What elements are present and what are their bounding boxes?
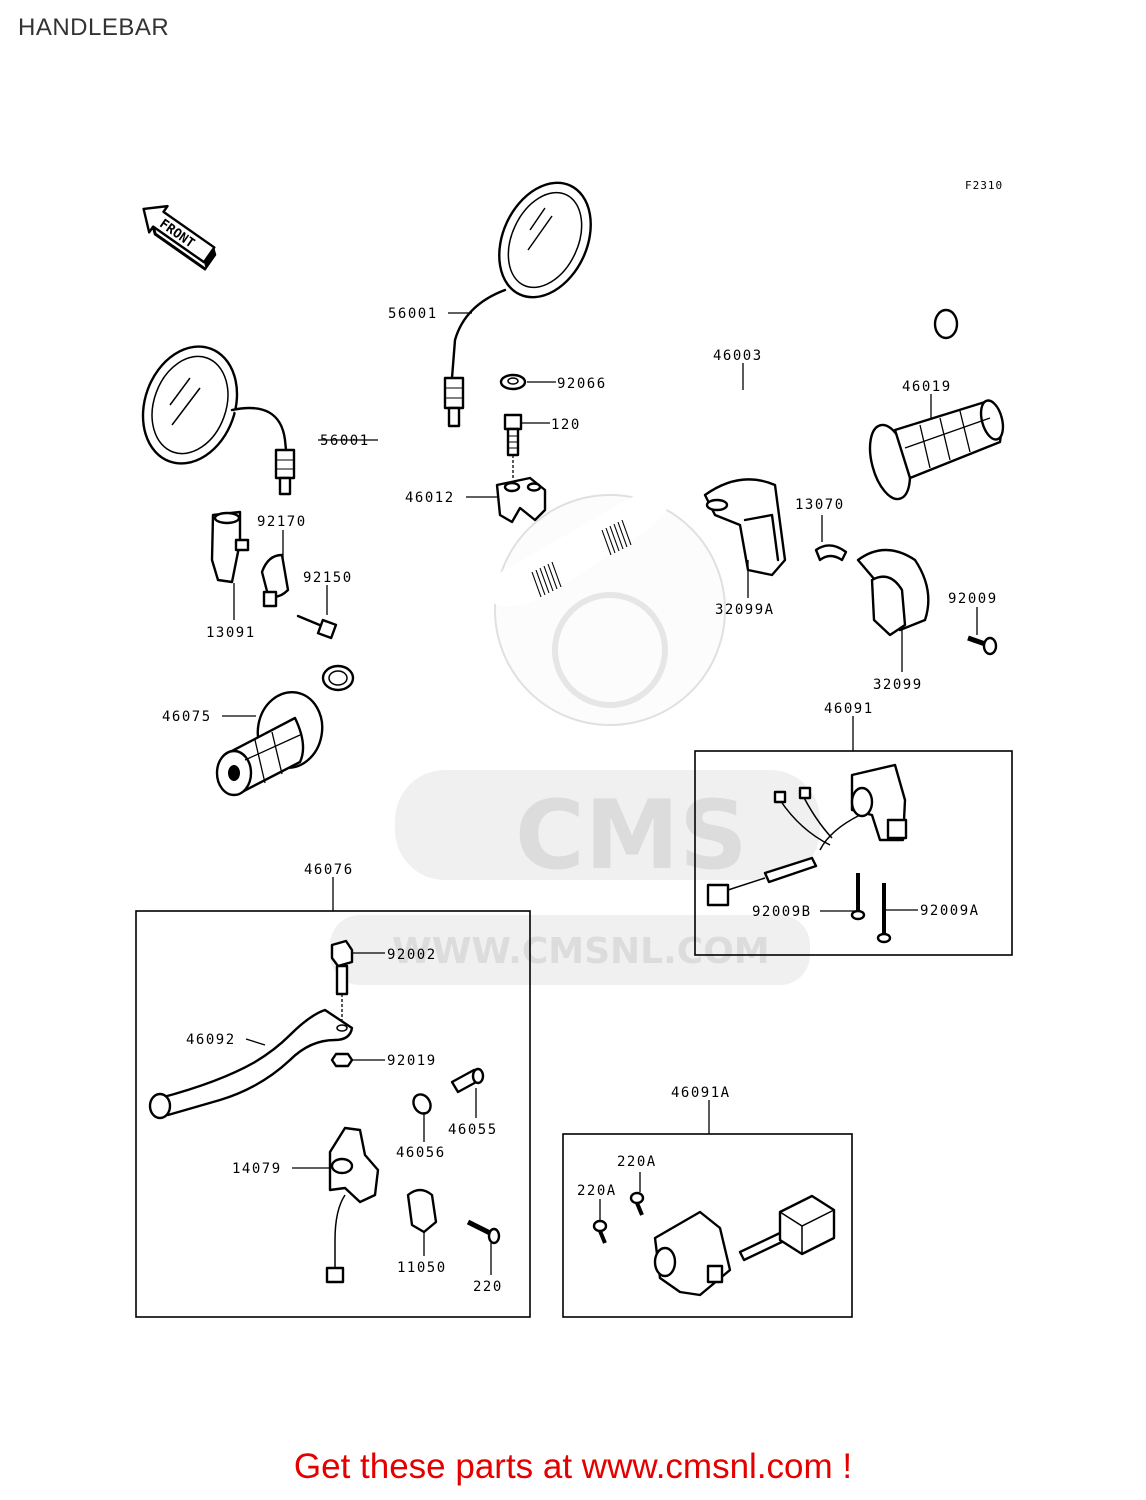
label-56001-left: 56001 bbox=[320, 433, 370, 449]
label-46055: 46055 bbox=[448, 1122, 498, 1138]
label-220a-2: 220A bbox=[577, 1183, 617, 1199]
switch-a-frame bbox=[562, 1133, 853, 1318]
cms-watermark: CMS WWW.CMSNL.COM bbox=[330, 494, 820, 985]
label-46091a: 46091A bbox=[671, 1085, 731, 1101]
grip-left bbox=[215, 690, 324, 797]
clamp-upper bbox=[260, 553, 290, 608]
brake-lever bbox=[148, 1008, 354, 1120]
front-arrow-icon: FRONT bbox=[142, 204, 217, 271]
label-32099: 32099 bbox=[873, 677, 923, 693]
screws-220a bbox=[592, 1191, 645, 1244]
label-92066: 92066 bbox=[557, 376, 607, 392]
label-92002: 92002 bbox=[387, 947, 437, 963]
nut-92019 bbox=[330, 1052, 354, 1068]
label-46076: 46076 bbox=[304, 862, 354, 878]
grip-right bbox=[868, 399, 1005, 501]
leader-lines bbox=[222, 312, 978, 1275]
pivot-bolt bbox=[330, 939, 354, 1020]
label-220: 220 bbox=[473, 1279, 503, 1295]
watermark-url: WWW.CMSNL.COM bbox=[392, 931, 770, 972]
page-title: HANDLEBAR bbox=[18, 14, 170, 41]
pin-13070 bbox=[814, 544, 848, 562]
adjuster-46055 bbox=[450, 1067, 485, 1094]
watermark-brand: CMS bbox=[515, 781, 748, 891]
switch-46091 bbox=[706, 763, 908, 907]
label-92150: 92150 bbox=[303, 570, 353, 586]
footer-cta-link[interactable]: Get these parts at www.cmsnl.com ! bbox=[293, 1447, 853, 1486]
handlebar bbox=[321, 306, 959, 692]
screw-92009 bbox=[967, 635, 998, 656]
label-46003: 46003 bbox=[713, 348, 763, 364]
label-11050: 11050 bbox=[397, 1260, 447, 1276]
mirror-left bbox=[141, 345, 296, 496]
bolt-120 bbox=[503, 413, 523, 480]
label-46012: 46012 bbox=[405, 490, 455, 506]
washer bbox=[499, 373, 527, 391]
label-92009: 92009 bbox=[948, 591, 998, 607]
label-92019: 92019 bbox=[387, 1053, 437, 1069]
switch-46091a bbox=[653, 1194, 836, 1297]
adjuster-nut-46056 bbox=[412, 1093, 432, 1115]
mirror-upper bbox=[443, 181, 592, 428]
bolt-92150 bbox=[296, 614, 338, 640]
label-13070: 13070 bbox=[795, 497, 845, 513]
screw-220 bbox=[466, 1219, 501, 1245]
lever-holder-14079 bbox=[325, 1126, 380, 1284]
label-46019: 46019 bbox=[902, 379, 952, 395]
figure-code: F2310 bbox=[965, 179, 1003, 192]
label-32099a: 32099A bbox=[715, 602, 775, 618]
screws-92009b-a bbox=[850, 873, 892, 944]
cover-32099a bbox=[703, 478, 787, 577]
label-220a-1: 220A bbox=[617, 1154, 657, 1170]
label-56001-upper: 56001 bbox=[388, 306, 438, 322]
label-92170: 92170 bbox=[257, 514, 307, 530]
clamp-lower bbox=[210, 510, 250, 584]
label-120: 120 bbox=[551, 417, 581, 433]
label-46075: 46075 bbox=[162, 709, 212, 725]
label-92009a: 92009A bbox=[920, 903, 980, 919]
label-92009b: 92009B bbox=[752, 904, 812, 920]
cover-32099 bbox=[856, 548, 930, 637]
holder-clamp-11050 bbox=[406, 1188, 438, 1234]
label-46056: 46056 bbox=[396, 1145, 446, 1161]
label-46092: 46092 bbox=[186, 1032, 236, 1048]
label-46091: 46091 bbox=[824, 701, 874, 717]
label-13091: 13091 bbox=[206, 625, 256, 641]
handlebar-holder bbox=[495, 476, 547, 524]
label-14079: 14079 bbox=[232, 1161, 282, 1177]
